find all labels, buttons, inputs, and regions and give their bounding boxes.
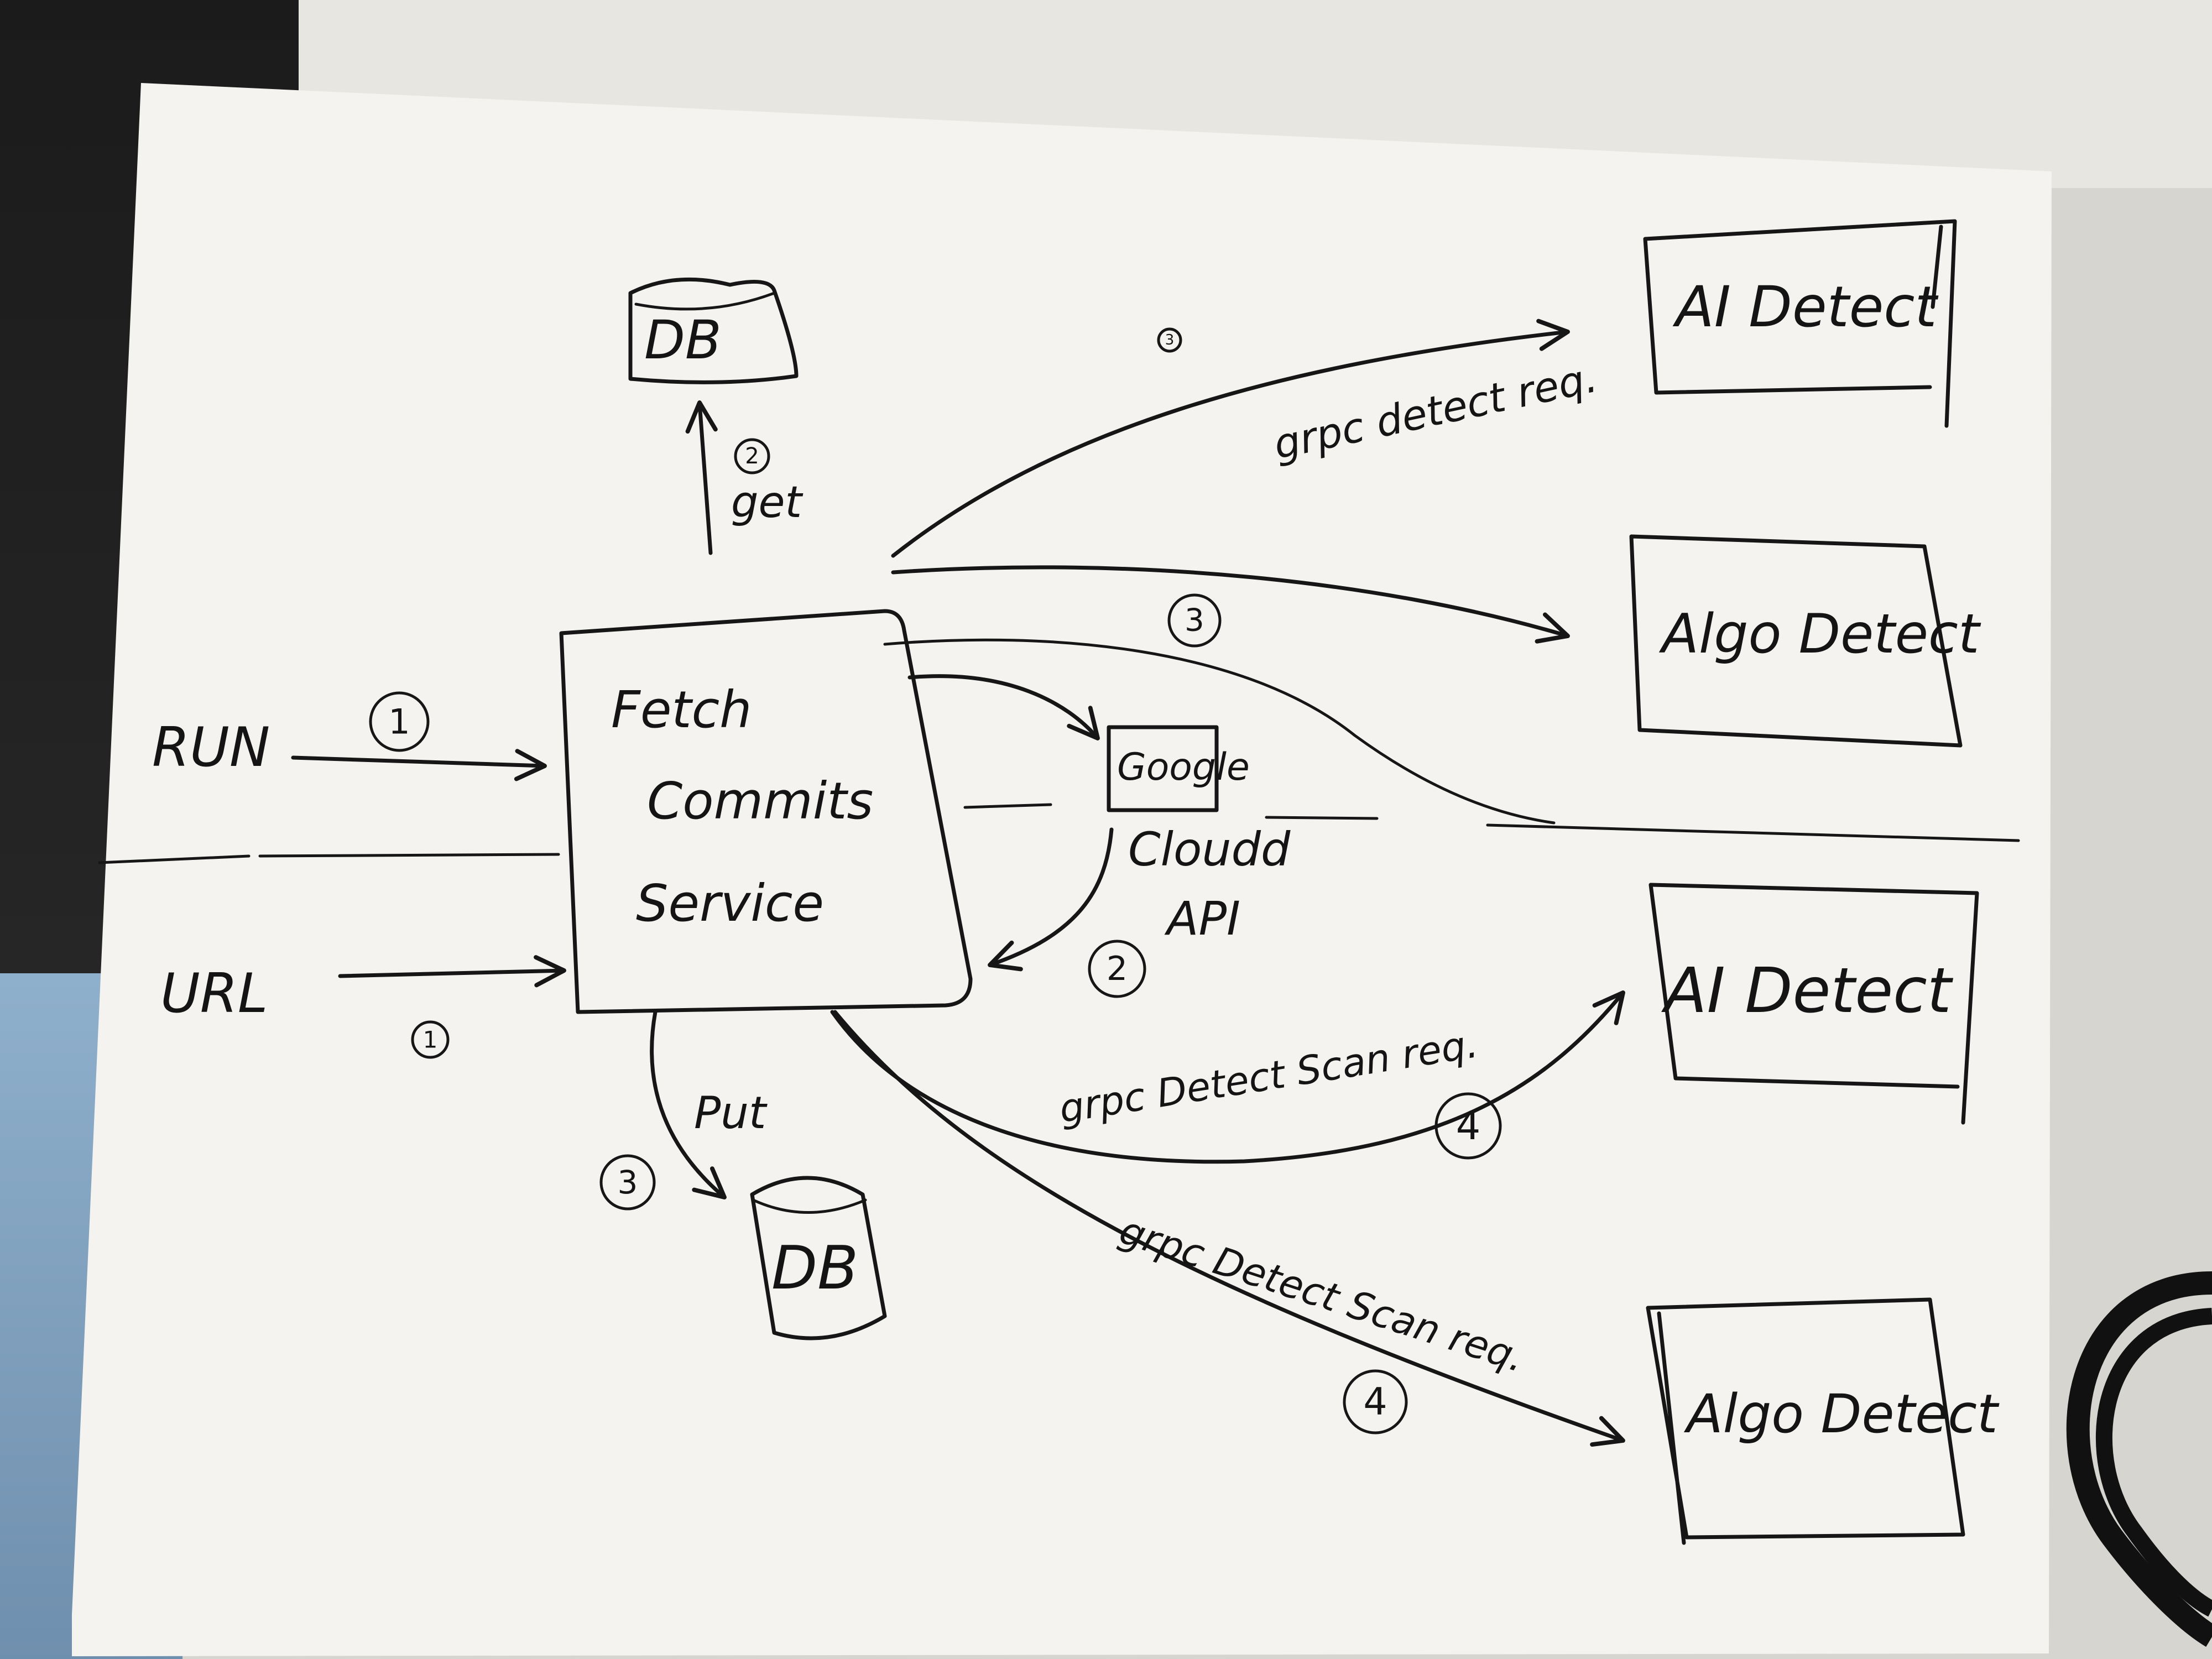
step-circle-algo-bottom [1343,1369,1408,1434]
step-number-get: 2 [745,444,759,469]
ai-detect-top-label: AI Detect [1672,274,1939,340]
run-arrow [291,749,547,781]
url-arrow [338,955,566,988]
step-number-algo-bottom: 4 [1363,1380,1387,1424]
put-label: Put [694,1087,768,1139]
step-circle-url [411,1020,450,1059]
step-circle-put [599,1154,656,1211]
black-cable [2066,1271,2212,1647]
google-label: Google [1117,745,1250,789]
step-circle-ai-bottom [1434,1092,1502,1160]
google-api-label: API [1164,891,1240,946]
url-input-label: URL [160,962,268,1025]
get-arrow [685,400,718,555]
separator-line-left [98,853,560,864]
get-label: get [731,478,804,528]
paper-sheet [72,83,2052,1656]
ai-detect-bottom-label: AI Detect [1661,955,1954,1027]
grpc-detect-req-arrow [891,319,1570,558]
ai-detect-bottom-arrow [830,990,1625,1164]
service-boundary-curve [883,638,1556,825]
put-arrow [650,1010,727,1199]
algo-detect-bottom-arrow [833,1010,1625,1447]
google-arrow-in [907,674,1100,740]
fetch-commits-service-box [559,609,973,1014]
step-circle-grpc-top [1157,327,1182,353]
ai-detect-top-box [1643,219,1957,428]
db-top-cylinder [628,277,799,384]
service-label-line-3: Service [636,874,824,933]
step-number-ai-bottom: 4 [1456,1103,1481,1149]
algo-detect-bottom-label: Algo Detect [1683,1383,2000,1445]
separator-line-middle [963,803,1379,820]
google-return-arrow [988,827,1114,972]
algo-detect-top-label: Algo Detect [1658,603,1981,666]
google-cloud-label: Cloudd [1128,822,1291,877]
algo-detect-top-box [1629,534,1963,748]
db-bottom-cylinder [750,1176,887,1340]
ai-detect-bottom-box [1648,883,1979,1125]
step-number-put: 3 [618,1164,638,1201]
google-cloud-api-box [1107,725,1219,812]
step-number-google-return: 2 [1107,950,1128,988]
separator-line-right [1486,823,2020,842]
step-number-algo-top: 3 [1185,603,1204,639]
step-number-url: 1 [423,1026,438,1053]
step-circle-google-return [1088,940,1146,998]
db-bottom-label: DB [771,1234,858,1303]
algo-detect-bottom-box [1646,1297,1965,1545]
service-label-line-1: Fetch [611,680,752,739]
step-number-run: 1 [388,702,410,742]
run-input-label: RUN [152,716,270,779]
step-circle-get [734,438,770,474]
step-circle-algo-top [1167,593,1222,648]
step-number-grpc-top: 3 [1165,332,1175,348]
step-circle-run [369,691,430,752]
algo-detect-top-arrow [891,565,1570,644]
db-top-label: DB [644,309,722,371]
service-label-line-2: Commits [647,771,873,831]
